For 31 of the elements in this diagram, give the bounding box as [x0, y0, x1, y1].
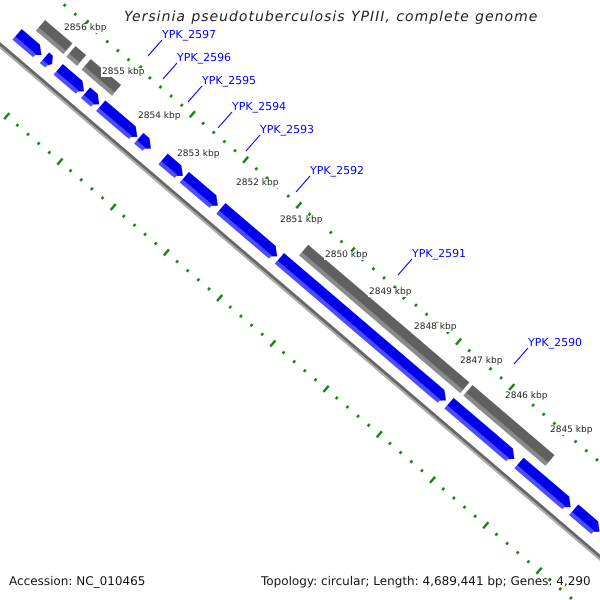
gene-label: YPK_2595	[202, 75, 256, 86]
leader-line	[188, 86, 202, 102]
footer-text: Accession: NC_010465	[9, 575, 146, 587]
scale-label: 2845 kbp	[549, 426, 594, 435]
scale-label: 2847 kbp	[459, 357, 504, 366]
gene-label: YPK_2591	[412, 248, 466, 259]
leader-line	[148, 40, 162, 56]
scale-label: 2853 kbp	[176, 150, 220, 159]
leader-line	[398, 258, 412, 276]
gene-label: YPK_2592	[310, 165, 364, 176]
scale-label: 2854 kbp	[137, 112, 182, 121]
title: Yersinia pseudotuberculosis YPIII, complete genome	[124, 10, 538, 24]
gene-label: YPK_2594	[232, 101, 286, 112]
leader-line	[296, 176, 310, 192]
scale-label: 2855 kbp	[101, 68, 146, 77]
scale-label: 2850 kbp	[324, 251, 368, 260]
scale-label: 2856 kbp	[63, 24, 108, 33]
gene-label: YPK_2596	[177, 52, 232, 63]
leader-line	[218, 112, 232, 128]
leader-line	[514, 348, 528, 364]
gene-label: YPK_2590	[528, 337, 582, 348]
scale-label: 2849 kbp	[368, 288, 412, 297]
gene-label: YPK_2597	[162, 29, 216, 40]
scale-label: 2852 kbp	[235, 179, 280, 188]
gene-label: YPK_2593	[260, 124, 314, 135]
scale-label: 2851 kbp	[279, 216, 324, 225]
footer-text: Topology: circular; Length: 4,689,441 bp; Genes: 4,290	[261, 575, 591, 587]
scale-label: 2846 kbp	[504, 392, 548, 401]
scale-label: 2848 kbp	[413, 323, 458, 332]
leader-line	[246, 134, 260, 152]
leader-line	[162, 62, 178, 80]
